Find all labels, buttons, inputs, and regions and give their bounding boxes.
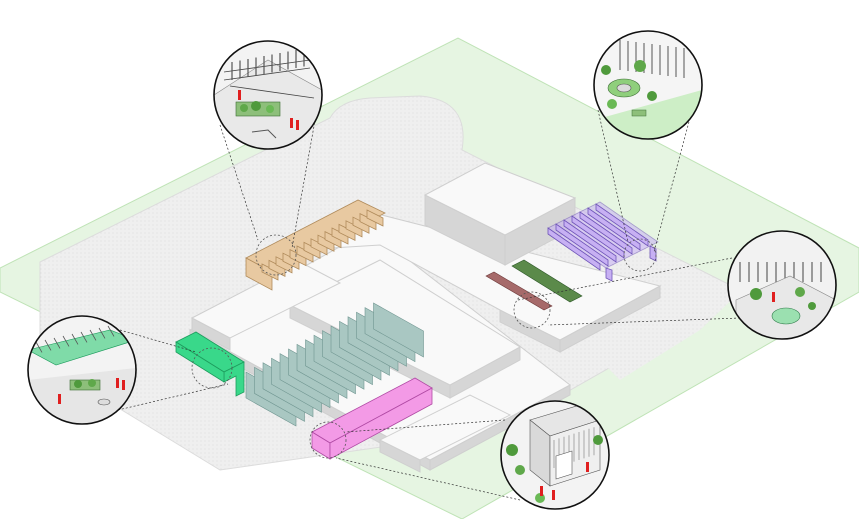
violet-slat	[571, 215, 625, 259]
callout-magenta-entrance-detail	[500, 400, 610, 510]
callout-planter-courtyard-detail	[727, 230, 837, 340]
planter-strip-green	[511, 259, 583, 303]
wood-pergola	[245, 199, 386, 291]
violet-slat	[595, 203, 649, 247]
magenta-entrance-volume	[311, 377, 433, 460]
violet-pergola	[547, 201, 659, 282]
violet-slat	[587, 207, 641, 251]
violet-slat	[547, 227, 601, 271]
violet-slat	[555, 223, 609, 267]
tower-block	[423, 162, 577, 266]
glass-fin	[373, 302, 424, 358]
glass-fin-facade	[245, 302, 424, 427]
planter-strip-red	[485, 271, 553, 311]
wood-slat	[366, 209, 384, 227]
callout-violet-pergola-garden-detail	[593, 30, 703, 140]
planter-strips	[485, 259, 583, 311]
callout-wood-pergola-detail	[213, 40, 323, 150]
callout-leader-lines	[117, 109, 741, 501]
violet-slat	[579, 211, 633, 255]
callout-green-canopy-detail	[27, 315, 137, 425]
focus-markers	[191, 234, 657, 459]
green-canopy	[175, 331, 245, 397]
violet-slat	[563, 219, 617, 263]
human-figure-icon	[238, 90, 299, 130]
